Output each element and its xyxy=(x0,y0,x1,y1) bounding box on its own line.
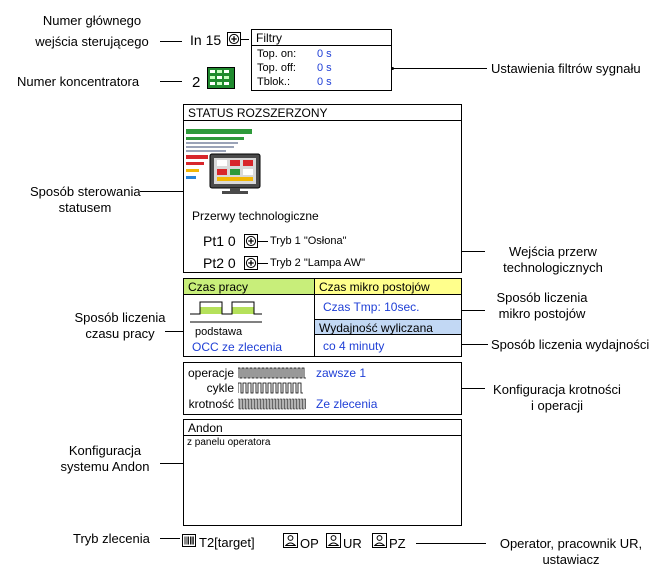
callout-status-control: Sposób sterowania statusem xyxy=(30,184,141,216)
multiplicity-pulse-icon xyxy=(237,397,308,415)
status-panel: STATUS ROZSZERZONY Przerwy technologiczn… xyxy=(183,104,462,273)
callout-status-control-line1: Sposób sterowania xyxy=(30,184,141,199)
callout-multiplicity-line2: i operacji xyxy=(530,398,584,413)
callout-filters-settings: Ustawienia filtrów sygnału xyxy=(491,61,641,76)
filter-top-on-label: Top. on: xyxy=(257,48,297,60)
pt1-mode[interactable]: Tryb 1 "Osłona" xyxy=(270,235,347,247)
callout-andon-line1: Konfiguracja xyxy=(68,443,142,458)
callout-micro-stops-line2: mikro postojów xyxy=(498,306,586,321)
efficiency-header: Wydajność wyliczana xyxy=(315,319,461,335)
operations-value[interactable]: zawsze 1 xyxy=(316,366,367,380)
callout-micro-stops: Sposób liczenia mikro postojów xyxy=(487,290,597,322)
operator-ur-icon xyxy=(326,533,341,553)
callout-tech-break-line1: Wejścia przerw xyxy=(509,244,597,259)
operations-label: operacje xyxy=(187,366,234,380)
callout-work-time: Sposób liczenia czasu pracy xyxy=(65,310,175,342)
callout-main-input: Numer głównego wejścia sterującego xyxy=(22,13,162,50)
callout-efficiency: Sposób liczenia wydajności xyxy=(491,337,650,352)
status-chart-icon[interactable] xyxy=(186,129,266,200)
callout-operators-line1: Operator, pracownik UR, xyxy=(499,536,643,551)
callout-order-mode: Tryb zlecenia xyxy=(73,531,150,546)
order-mode-value[interactable]: T2[target] xyxy=(199,535,255,550)
multiplicity-value[interactable]: Ze zlecenia xyxy=(316,397,378,411)
callout-multiplicity: Konfiguracja krotności i operacji xyxy=(487,382,627,414)
pt2-connector xyxy=(258,263,268,264)
pt1-connector xyxy=(258,241,268,242)
callout-work-time-line2: czasu pracy xyxy=(85,326,155,341)
barcode-icon xyxy=(182,534,196,552)
connector-order-mode xyxy=(160,538,180,539)
filters-title: Filtry xyxy=(252,30,391,46)
filter-top-off-label: Top. off: xyxy=(257,62,296,74)
operator-pz-label[interactable]: PZ xyxy=(389,536,406,551)
callout-operators-line2: ustawiacz xyxy=(542,552,600,567)
andon-title: Andon xyxy=(184,420,461,436)
cycles-pulse-icon xyxy=(237,381,308,399)
micro-stops-value[interactable]: Czas Tmp: 10sec. xyxy=(323,300,420,314)
micro-stops-header: Czas mikro postojów xyxy=(315,279,461,295)
filter-top-off-value[interactable]: 0 s xyxy=(317,62,332,74)
pt2-label: Pt2 0 xyxy=(203,255,236,271)
filter-top-on-value[interactable]: 0 s xyxy=(317,48,332,60)
efficiency-value[interactable]: co 4 minuty xyxy=(323,339,385,353)
andon-panel: Andon z panelu operatora xyxy=(183,419,462,526)
filter-tblok-label: Tblok.: xyxy=(257,76,291,88)
callout-work-time-line1: Sposób liczenia xyxy=(74,310,166,325)
connector-input-filter xyxy=(241,39,249,40)
callout-multiplicity-line1: Konfiguracja krotności xyxy=(493,382,621,397)
connector-operators xyxy=(416,543,486,544)
operator-op-icon xyxy=(283,533,298,553)
callout-tech-break-inputs: Wejścia przerw technologicznych xyxy=(488,244,618,276)
callout-main-input-line2: wejścia sterującego xyxy=(35,34,149,49)
callout-status-control-line2: statusem xyxy=(58,200,112,215)
operator-op-label[interactable]: OP xyxy=(300,536,319,551)
operations-pulse-icon xyxy=(237,366,308,384)
work-time-header: Czas pracy xyxy=(184,279,314,295)
operator-pz-icon xyxy=(372,533,387,553)
callout-concentrator: Numer koncentratora xyxy=(17,74,140,89)
work-divider xyxy=(314,279,315,356)
main-input-label: In 15 xyxy=(190,32,222,48)
multiplicity-panel: operacje zawsze 1 cykle krotność Ze zlec… xyxy=(183,362,462,415)
work-time-method[interactable]: OCC ze zlecenia xyxy=(192,340,283,354)
connector-filters-dot xyxy=(391,67,394,70)
callout-micro-stops-line1: Sposób liczenia xyxy=(496,290,588,305)
multiplicity-label: krotność xyxy=(188,397,234,411)
plus-icon[interactable] xyxy=(227,32,241,46)
connector-work-time xyxy=(165,331,188,332)
status-title: STATUS ROZSZERZONY xyxy=(184,105,461,121)
connector-filters xyxy=(392,68,487,69)
cycles-label: cykle xyxy=(206,381,234,395)
operator-ur-label[interactable]: UR xyxy=(343,536,362,551)
connector-andon xyxy=(160,463,188,464)
connector-efficiency xyxy=(453,344,488,345)
andon-source[interactable]: z panelu operatora xyxy=(187,437,271,448)
connector-status xyxy=(140,191,186,192)
work-panel: Czas pracy podstawa OCC ze zlecenia Czas… xyxy=(183,278,462,357)
callout-operators: Operator, pracownik UR, ustawiacz xyxy=(486,536,656,568)
pt1-plus-icon[interactable] xyxy=(244,234,258,248)
connector-main-input xyxy=(160,41,182,42)
pt1-label: Pt1 0 xyxy=(203,233,236,249)
concentrator-icon xyxy=(207,67,235,94)
callout-andon-line2: systemu Andon xyxy=(60,459,150,474)
filter-tblok-value[interactable]: 0 s xyxy=(317,76,332,88)
tech-breaks-title: Przerwy technologiczne xyxy=(192,209,319,223)
callout-andon: Konfiguracja systemu Andon xyxy=(50,443,160,475)
concentrator-number: 2 xyxy=(192,74,201,91)
work-time-waveform-icon[interactable] xyxy=(190,299,264,330)
work-time-base: podstawa xyxy=(195,326,243,338)
callout-main-input-line1: Numer głównego xyxy=(42,13,142,28)
pt2-mode[interactable]: Tryb 2 "Lampa AW" xyxy=(270,257,366,269)
filters-panel: Filtry Top. on: 0 s Top. off: 0 s Tblok.… xyxy=(251,29,392,91)
callout-tech-break-line2: technologicznych xyxy=(503,260,603,275)
connector-concentrator xyxy=(160,81,182,82)
pt2-plus-icon[interactable] xyxy=(244,256,258,270)
